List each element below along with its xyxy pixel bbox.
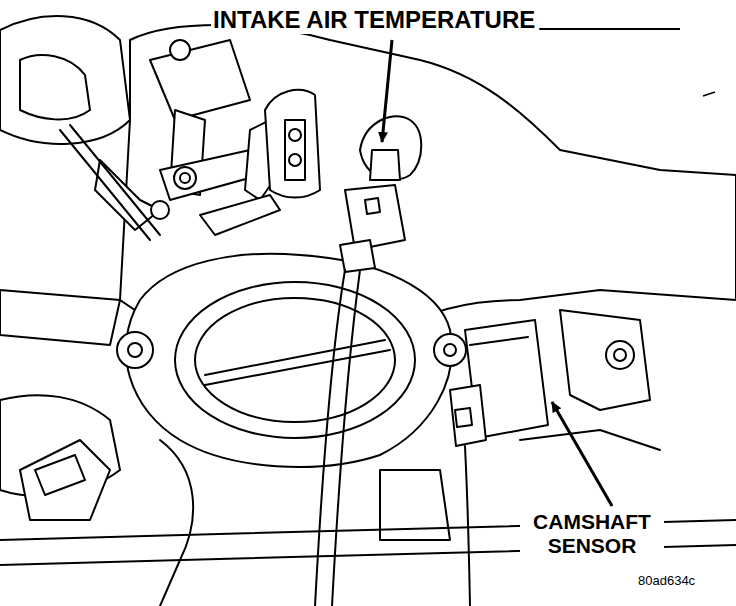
figure-code: 80ad634c (636, 574, 697, 589)
part-label: INTAKE AIR TEMPERATURE (211, 6, 537, 34)
leader-arrow (382, 40, 392, 142)
tick-mark (703, 92, 715, 96)
leader-arrow (552, 402, 612, 506)
part-label: CAMSHAFT SENSOR (520, 510, 664, 558)
title-rule (539, 28, 680, 30)
